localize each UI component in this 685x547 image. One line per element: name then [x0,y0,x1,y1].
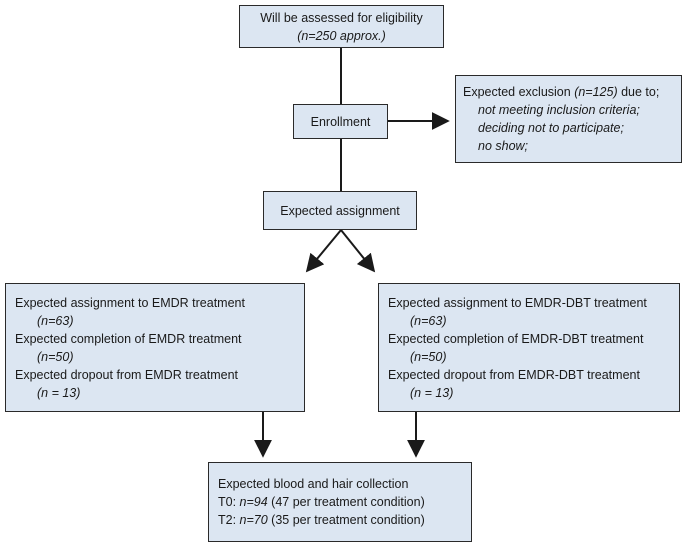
screening-box: Will be assessed for eligibility (n=250 … [239,5,444,48]
arrow-to-emdr-dbt [340,229,376,273]
exclusion-count: (n=125) [574,85,618,99]
exclusion-reason: not meeting inclusion criteria; [478,103,640,117]
emdr-dbt-complete-count: (n=50) [410,350,447,364]
emdr-assign-count: (n=63) [37,314,74,328]
collection-title: Expected blood and hair collection [218,477,409,491]
enrollment-label: Enrollment [310,115,371,129]
exclusion-lead: Expected exclusion (n=125) due to; [463,83,681,101]
emdr-dbt-arm-box: Expected assignment to EMDR-DBT treatmen… [378,283,680,412]
emdr-dbt-assign-count: (n=63) [410,314,447,328]
t2-detail: (35 per treatment condition) [267,513,425,527]
arrow-to-emdr [305,229,342,273]
emdr-dropout-count: (n = 13) [37,386,81,400]
assignment-box: Expected assignment [263,191,417,230]
emdr-arm-box: Expected assignment to EMDR treatment (n… [5,283,305,412]
t0-detail: (47 per treatment condition) [267,495,425,509]
emdr-dbt-dropout-label: Expected dropout from EMDR-DBT treatment [388,368,640,382]
emdr-dropout-label: Expected dropout from EMDR treatment [15,368,239,382]
emdr-dbt-complete-label: Expected completion of EMDR-DBT treatmen… [388,332,644,346]
enrollment-box: Enrollment [293,104,388,139]
emdr-complete-count: (n=50) [37,350,74,364]
t2-count: n=70 [239,513,268,527]
collection-box: Expected blood and hair collection T0: n… [208,462,472,542]
exclusion-lead-post: due to; [617,85,660,99]
collection-t2: T2: n=70 (35 per treatment condition) [218,511,471,529]
t2-prefix: T2: [218,513,240,527]
collection-t0: T0: n=94 (47 per treatment condition) [218,493,471,511]
t0-prefix: T0: [218,495,240,509]
t0-count: n=94 [239,495,268,509]
screening-count: (n=250 approx.) [297,29,386,43]
exclusion-reason: deciding not to participate; [478,121,624,135]
exclusion-box: Expected exclusion (n=125) due to; not m… [455,75,682,163]
exclusion-lead-pre: Expected exclusion [463,85,575,99]
emdr-complete-label: Expected completion of EMDR treatment [15,332,242,346]
screening-label: Will be assessed for eligibility [260,11,423,25]
emdr-assign-label: Expected assignment to EMDR treatment [15,296,245,310]
assignment-label: Expected assignment [280,204,400,218]
emdr-dbt-dropout-count: (n = 13) [410,386,454,400]
emdr-dbt-assign-label: Expected assignment to EMDR-DBT treatmen… [388,296,647,310]
exclusion-reason: no show; [478,139,529,153]
